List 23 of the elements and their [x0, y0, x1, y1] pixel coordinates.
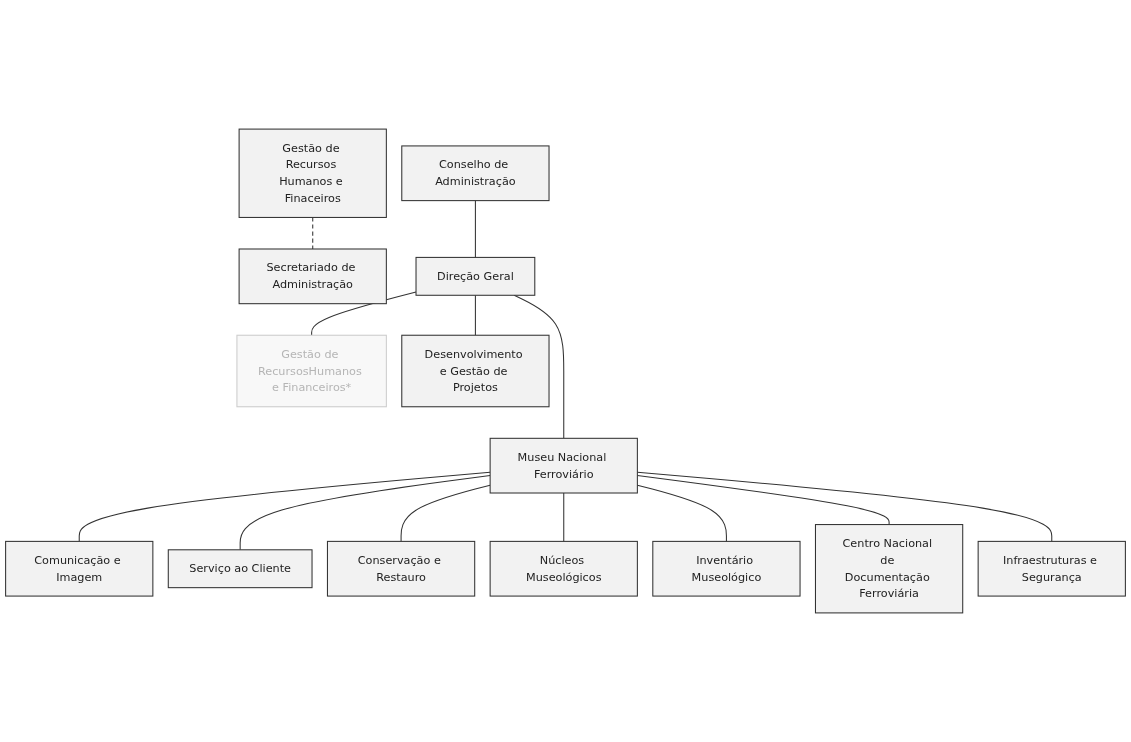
- node-box: Gestão de Recursos Humanos e Finaceiros: [238, 128, 387, 218]
- node-box: Secretariado de Administração: [238, 248, 387, 305]
- node-box: Conservação e Restauro: [326, 540, 476, 597]
- node-box: Direção Geral: [415, 256, 536, 296]
- node-box: Centro Nacional de Documentação Ferroviária: [814, 524, 964, 614]
- connector: [563, 492, 565, 542]
- connector: [474, 200, 476, 258]
- connector: [312, 216, 314, 250]
- connector: [78, 471, 491, 542]
- node-box: Inventário Museológico: [652, 540, 801, 597]
- node-box: Serviço ao Cliente: [167, 549, 313, 589]
- connector: [474, 294, 476, 336]
- node-box: Núcleos Museológicos: [489, 540, 638, 597]
- node-box: Desenvolvimento e Gestão de Projetos: [401, 334, 550, 408]
- node-box: Gestão de RecursosHumanos e Financeiros*: [236, 334, 387, 408]
- connector: [311, 291, 417, 336]
- connector: [400, 484, 491, 542]
- node-box: Comunicação e Imagem: [5, 540, 154, 597]
- node-box: Museu Nacional Ferroviário: [489, 437, 638, 494]
- connector: [239, 474, 491, 551]
- node-box: Infraestruturas e Segurança: [977, 540, 1126, 597]
- connector: [513, 294, 565, 439]
- node-box: Conselho de Administração: [401, 145, 550, 202]
